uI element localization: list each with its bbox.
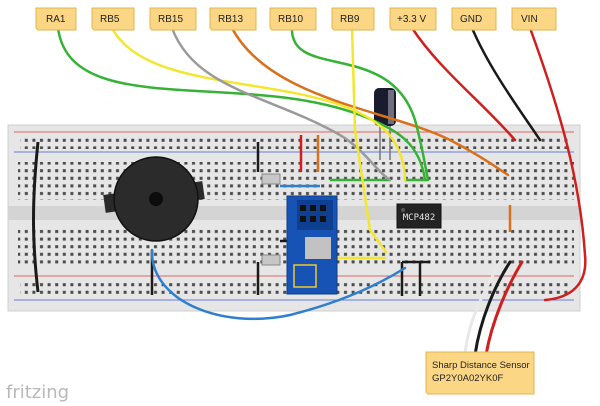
label-notes: RA1 RB5 RB15 RB13 RB10 RB9 +3.3 V GND xyxy=(35,7,557,395)
wire-rb13 xyxy=(230,26,510,177)
label-rb13: RB13 xyxy=(209,7,257,31)
sensor-wire-red xyxy=(484,260,524,357)
sensor-part: GP2Y0A02YK0F xyxy=(432,373,503,384)
piezo-buzzer xyxy=(103,156,205,242)
wire-gnd xyxy=(470,26,542,142)
label-gnd: GND xyxy=(451,7,497,31)
label-rb5: RB5 xyxy=(91,7,135,31)
wire-rb10 xyxy=(290,26,430,182)
pushbutton-top xyxy=(261,173,281,185)
label-v33: +3.3 V xyxy=(389,7,437,31)
opamp-chip: MCP482 xyxy=(396,203,442,229)
upper-terminal-strip xyxy=(18,162,574,200)
sensor-wire-black xyxy=(473,260,512,357)
wires xyxy=(56,26,587,357)
wire-ra1 xyxy=(56,26,427,182)
wire-rb15 xyxy=(170,26,392,182)
wire-v33 xyxy=(410,26,517,142)
label-rb10: RB10 xyxy=(269,7,317,31)
top-power-rail xyxy=(20,135,570,149)
label-vin: VIN xyxy=(511,7,557,31)
pushbutton-bottom xyxy=(261,254,281,266)
wire-rb5 xyxy=(110,26,407,182)
chip-label: MCP482 xyxy=(403,213,436,223)
svg-text:+3.3 V: +3.3 V xyxy=(397,14,427,25)
svg-text:RB9: RB9 xyxy=(340,14,360,25)
sensor-wire-white xyxy=(463,260,502,357)
wire-blue xyxy=(150,248,407,321)
label-rb9: RB9 xyxy=(331,7,375,31)
sensor-name: Sharp Distance Sensor xyxy=(432,360,530,371)
svg-text:GND: GND xyxy=(460,14,482,25)
wifi-module xyxy=(286,195,338,295)
sensor-note: Sharp Distance Sensor GP2Y0A02YK0F xyxy=(425,351,535,395)
label-rb15: RB15 xyxy=(149,7,197,31)
svg-text:VIN: VIN xyxy=(521,14,538,25)
svg-text:RA1: RA1 xyxy=(46,14,66,25)
svg-text:RB13: RB13 xyxy=(218,14,243,25)
svg-text:RB5: RB5 xyxy=(100,14,120,25)
svg-text:RB10: RB10 xyxy=(278,14,303,25)
svg-text:RB15: RB15 xyxy=(158,14,183,25)
wire-rb9 xyxy=(350,26,388,254)
label-ra1: RA1 xyxy=(35,7,77,31)
wire-vin xyxy=(528,26,587,302)
fritzing-logo: fritzing xyxy=(6,382,69,403)
